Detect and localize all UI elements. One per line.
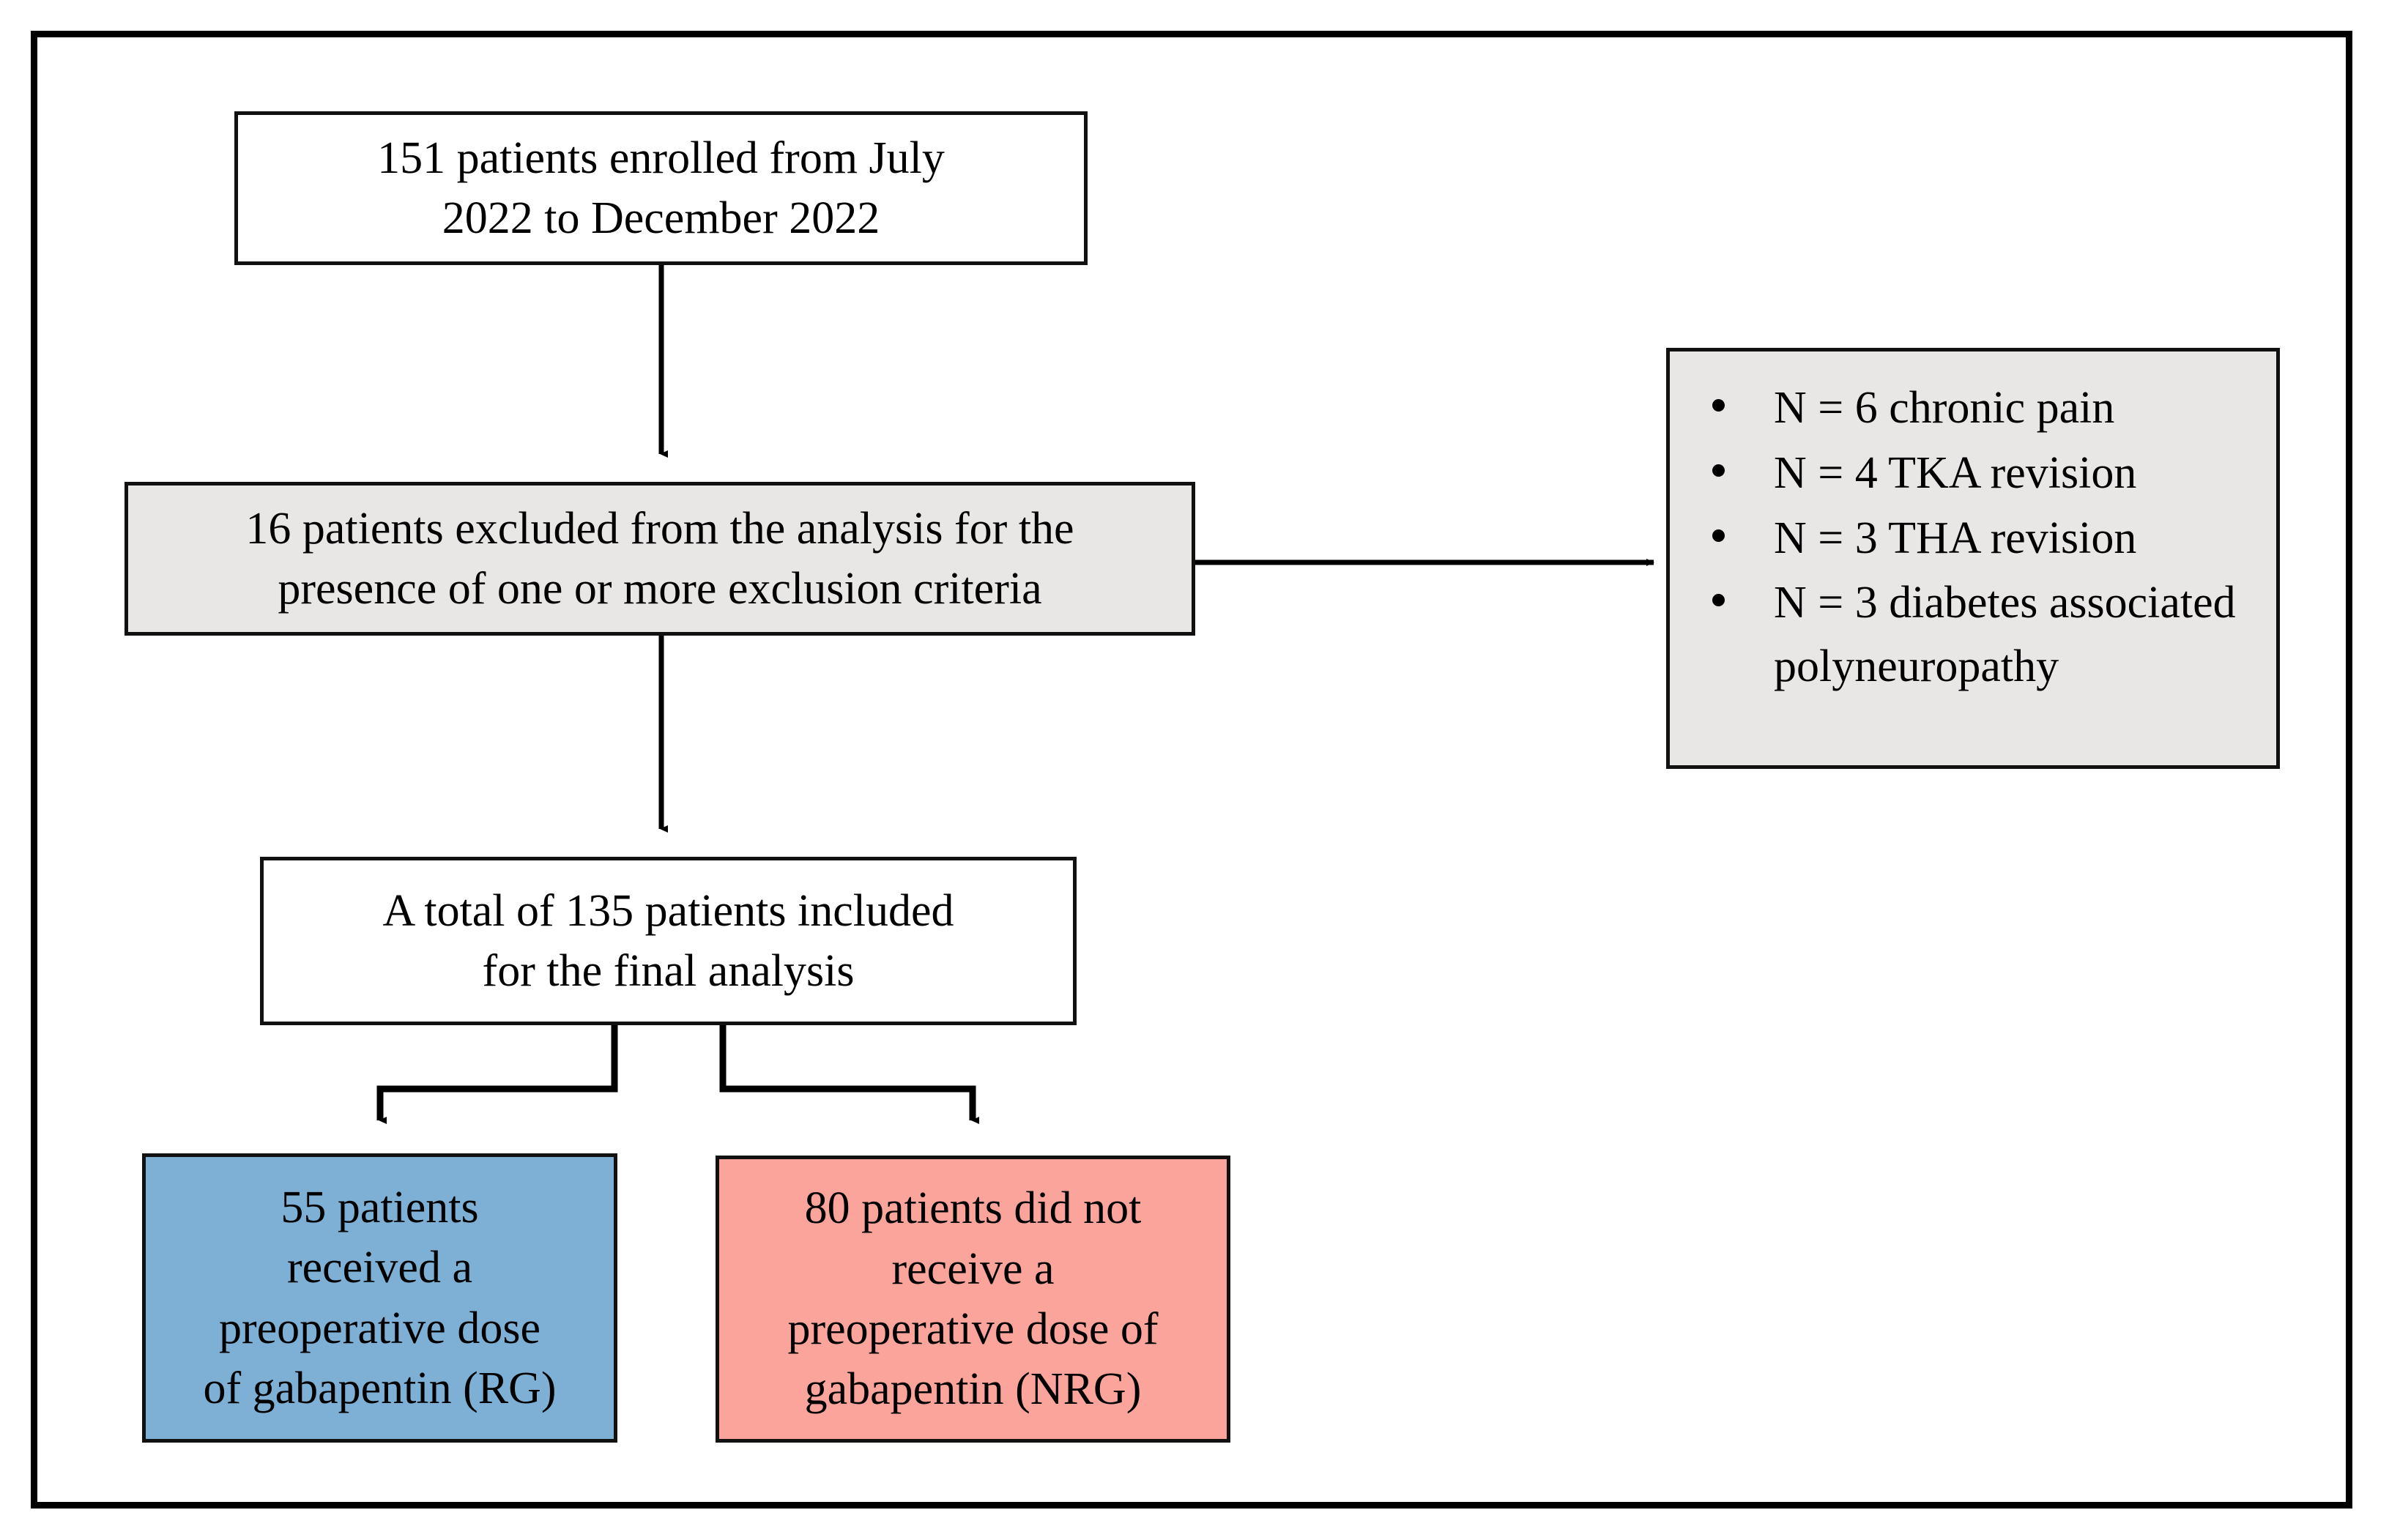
node-not-received-gabapentin: 80 patients did not receive a preoperati… [716, 1156, 1230, 1443]
exclusion-criteria-list: N = 6 chronic pain N = 4 TKA revision N … [1703, 376, 2254, 699]
list-item: N = 3 THA revision [1703, 507, 2254, 570]
node-excluded: 16 patients excluded from the analysis f… [125, 482, 1195, 636]
bullet-icon [1712, 594, 1725, 607]
list-item: N = 6 chronic pain [1703, 376, 2254, 440]
list-item: N = 4 TKA revision [1703, 442, 2254, 505]
list-item: N = 3 diabetes associated polyneuropathy [1703, 571, 2254, 699]
bullet-icon [1712, 529, 1725, 542]
bullet-icon [1712, 464, 1725, 477]
criteria-label: N = 3 diabetes associated polyneuropathy [1774, 578, 2236, 692]
node-enrolled: 151 patients enrolled from July 2022 to … [234, 111, 1088, 265]
node-exclusion-criteria: N = 6 chronic pain N = 4 TKA revision N … [1666, 348, 2280, 769]
node-received-gabapentin: 55 patients received a preoperative dose… [142, 1153, 617, 1443]
criteria-label: N = 3 THA revision [1774, 513, 2137, 563]
bullet-icon [1712, 399, 1725, 412]
criteria-label: N = 4 TKA revision [1774, 447, 2137, 498]
criteria-label: N = 6 chronic pain [1774, 383, 2115, 433]
node-included: A total of 135 patients included for the… [260, 857, 1077, 1025]
